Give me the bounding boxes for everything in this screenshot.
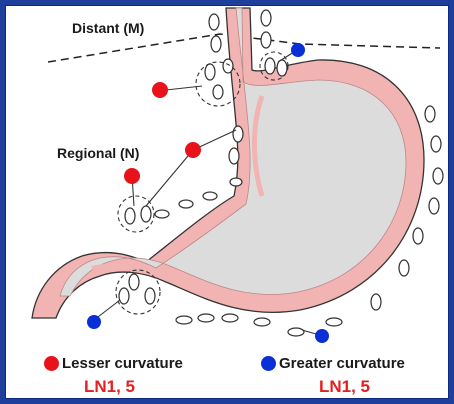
- lymph-node: [203, 192, 217, 200]
- lymph-node: [213, 85, 223, 99]
- greater-curvature-node: [315, 329, 329, 343]
- legend-greater-label: Greater curvature: [279, 355, 405, 372]
- lymph-node: [288, 328, 304, 336]
- greater-curvature-node: [291, 43, 305, 57]
- lymph-node: [179, 200, 193, 208]
- lymph-node: [129, 274, 139, 290]
- lymph-node: [399, 260, 409, 276]
- lymph-node: [125, 208, 135, 224]
- blue-dot-icon: [261, 356, 276, 371]
- lymph-node: [429, 198, 439, 214]
- lesser-curvature-code: LN1, 5: [84, 377, 135, 397]
- lesser-curvature-node: [185, 142, 201, 158]
- lesser-curvature-node: [124, 168, 140, 184]
- legend-greater-curvature: Greater curvature: [261, 355, 405, 372]
- greater-curvature-code: LN1, 5: [319, 377, 370, 397]
- regional-label: Regional (N): [57, 145, 139, 161]
- lymph-node: [155, 210, 169, 218]
- lymph-node: [176, 316, 192, 324]
- lymph-node: [261, 32, 271, 48]
- leader-line: [146, 150, 193, 206]
- lymph-node: [209, 14, 219, 30]
- lymph-node: [211, 36, 221, 52]
- lymph-node: [141, 206, 151, 222]
- red-dot-icon: [44, 356, 59, 371]
- lymph-node: [431, 136, 441, 152]
- lymph-node: [433, 168, 443, 184]
- lymph-node: [198, 314, 214, 322]
- lymph-node: [233, 126, 243, 142]
- lymph-node: [145, 288, 155, 304]
- lymph-node: [205, 64, 215, 80]
- lymph-node: [229, 148, 239, 164]
- greater-curvature-node: [87, 315, 101, 329]
- distant-label: Distant (M): [72, 20, 144, 36]
- lymph-node: [223, 59, 233, 73]
- legend-lesser-curvature: Lesser curvature: [44, 355, 183, 372]
- lymph-node: [413, 228, 423, 244]
- lymph-node: [254, 318, 270, 326]
- lymph-node: [119, 288, 129, 304]
- legend-lesser-label: Lesser curvature: [62, 355, 183, 372]
- lymph-node: [261, 10, 271, 26]
- lymph-node: [425, 106, 435, 122]
- lymph-node: [222, 314, 238, 322]
- lesser-curvature-node: [152, 82, 168, 98]
- lymph-node: [326, 318, 342, 326]
- lesser-curvature-markers: [124, 82, 201, 184]
- lymph-node: [230, 178, 242, 186]
- lymph-node: [371, 294, 381, 310]
- lymph-node: [265, 58, 275, 74]
